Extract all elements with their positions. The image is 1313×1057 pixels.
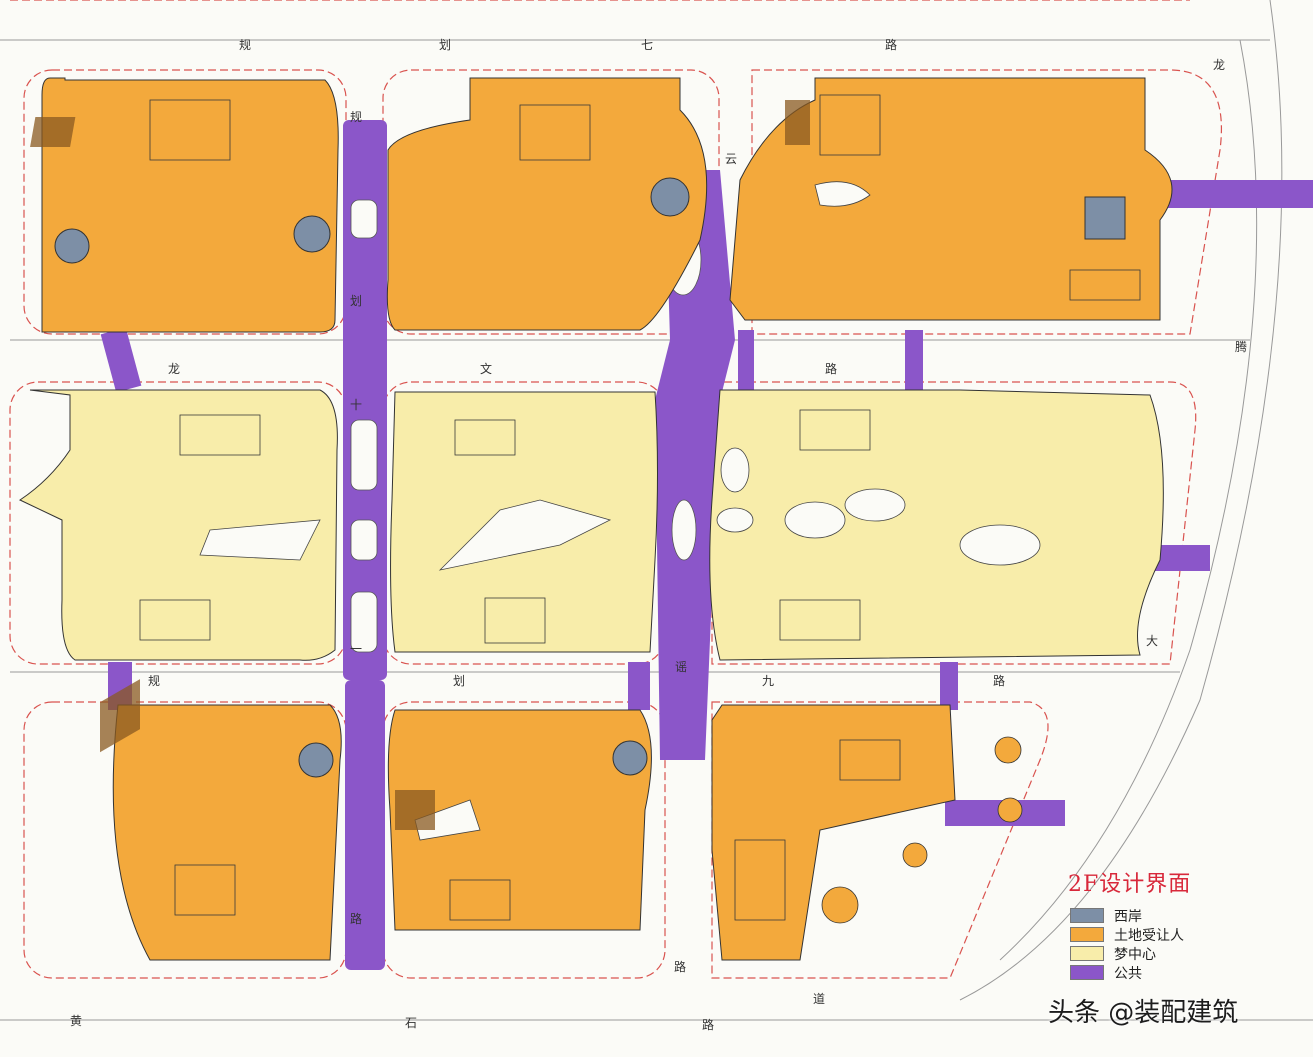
legend-swatch — [1070, 946, 1104, 961]
road-label-char: 划 — [439, 38, 452, 52]
legend-item-landowner: 土地受让人 — [1070, 925, 1184, 944]
legend-label: 公共 — [1114, 965, 1142, 982]
feature-circles — [821, 736, 1023, 924]
legend-item-west-bank: 西岸 — [1070, 906, 1184, 925]
road-label-char: 大 — [1146, 634, 1159, 648]
road-label-char: 一 — [350, 642, 363, 656]
legend-swatch — [1070, 908, 1104, 923]
road-label-char: 云 — [725, 152, 738, 166]
road-label-char: 路 — [702, 1018, 715, 1032]
parcel-boundaries — [9, 0, 1222, 979]
road-label-char: 划 — [350, 294, 363, 308]
road-label-char: 道 — [813, 992, 826, 1006]
road-label-char: 十 — [350, 398, 363, 412]
road-label-char: 九 — [762, 674, 775, 688]
road-label-char: 路 — [674, 960, 687, 974]
legend-item-public: 公共 — [1070, 963, 1184, 982]
road-label-char: 龙 — [168, 362, 181, 376]
road-label-char: 文 — [480, 362, 493, 376]
road-label-char: 龙 — [1213, 58, 1226, 72]
road-label-char: 石 — [405, 1016, 418, 1030]
road-label-char: 路 — [993, 674, 1006, 688]
road-label-char: 路 — [825, 362, 838, 376]
inner-voids — [199, 181, 1041, 841]
road-label-char: 路 — [350, 912, 363, 926]
west-bank-atria — [54, 177, 1126, 778]
escalator-hatch — [30, 100, 810, 830]
landowner-blocks — [41, 77, 1173, 961]
road-label-char: 路 — [885, 38, 898, 52]
road-label-char: 腾 — [1235, 340, 1248, 354]
road-label-char: 七 — [641, 38, 654, 52]
legend-label: 西岸 — [1114, 908, 1142, 925]
legend: 西岸 土地受让人 梦中心 公共 — [1070, 906, 1184, 982]
road-label-char: 谣 — [675, 660, 688, 674]
road-label-char: 划 — [453, 674, 466, 688]
legend-swatch — [1070, 965, 1104, 980]
legend-item-dream-center: 梦中心 — [1070, 944, 1184, 963]
watermark: 头条 @装配建筑 — [1048, 998, 1239, 1028]
core-rooms — [139, 94, 1141, 921]
legend-label: 梦中心 — [1114, 946, 1156, 963]
road-label-char: 规 — [148, 674, 161, 688]
legend-title: 2F设计界面 — [1068, 872, 1192, 897]
road-label-char: 规 — [239, 38, 252, 52]
road-label-char: 规 — [350, 110, 363, 124]
legend-label: 土地受让人 — [1114, 927, 1184, 944]
road-label-char: 黄 — [70, 1014, 83, 1028]
legend-swatch — [1070, 927, 1104, 942]
